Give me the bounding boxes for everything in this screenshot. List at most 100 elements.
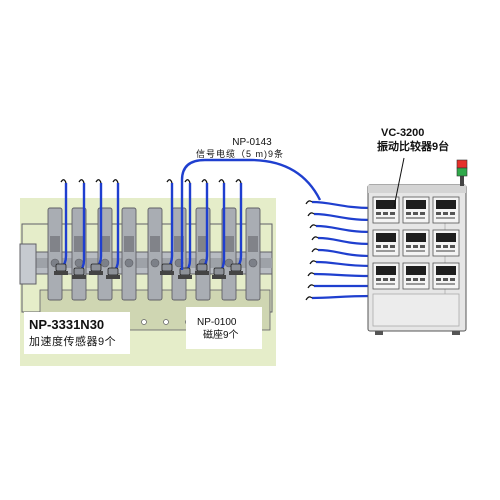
comparator-button (443, 278, 448, 281)
comparator-button (390, 245, 395, 248)
cable-description-label: 信号电缆（5 m)9条 (196, 149, 285, 159)
signal-cable (315, 224, 373, 234)
base-bolt (141, 319, 147, 325)
comparator-display (436, 200, 456, 209)
comparator-button (443, 212, 448, 215)
cabinet-foot-right (452, 331, 460, 335)
cable-end-hook (307, 284, 315, 289)
cable-end-hook (311, 248, 319, 253)
base-description-label: 磁座9个 (203, 330, 239, 341)
accelerometer-sensor (213, 267, 225, 276)
crank-web (171, 207, 187, 301)
magnetic-base (72, 275, 86, 279)
comparator-display (406, 200, 426, 209)
comparator-button (406, 212, 411, 215)
comparator-label-strip (436, 217, 455, 219)
comparator-cabinet (367, 159, 468, 335)
comparator-label-strip (376, 283, 395, 285)
comparator-button (436, 278, 441, 281)
comparator-label-strip (436, 283, 455, 285)
unit-model-label: VC-3200 (381, 127, 425, 139)
comparator-button (420, 278, 425, 281)
journal-bolt (124, 258, 134, 268)
comparator-panels (372, 196, 460, 327)
comparator-display (436, 266, 456, 275)
comparator-label-strip (376, 250, 395, 252)
cabinet-foot-left (375, 331, 383, 335)
sensor-model-label: NP-3331N30 (29, 317, 105, 332)
sensor-label-box (24, 312, 130, 354)
signal-cable (317, 236, 373, 246)
accelerometer-sensor (73, 267, 85, 276)
signal-cable (315, 260, 373, 268)
signal-cable-run (180, 158, 373, 301)
comparator-button (436, 212, 441, 215)
bearing-cap (248, 236, 258, 252)
magnetic-base (178, 275, 192, 279)
comparator-button (390, 278, 395, 281)
journal-bolt (150, 258, 160, 268)
comparator-button (420, 212, 425, 215)
bearing-cap (224, 236, 234, 252)
journal-bolt (248, 258, 258, 268)
cable-end-hook (307, 272, 315, 277)
comparator-button (436, 245, 441, 248)
base-bolt (163, 319, 169, 325)
bearing-cap (100, 236, 110, 252)
cable-hook (218, 179, 225, 184)
cable-end-hook (307, 212, 315, 217)
journal-bolt (74, 258, 84, 268)
bearing-cap (198, 236, 208, 252)
comparator-button (413, 212, 418, 215)
comparator-display (406, 233, 426, 242)
lamp-pole (460, 176, 464, 186)
magnetic-base (160, 271, 174, 275)
trunk-cable (180, 158, 322, 270)
comparator-button (413, 278, 418, 281)
cable-end-hook (305, 200, 313, 205)
accelerometer-sensor (55, 263, 67, 272)
cable-hook (184, 179, 191, 184)
signal-cable (313, 272, 373, 278)
comparator-button (383, 278, 388, 281)
magnetic-base (54, 271, 68, 275)
signal-cable (313, 212, 373, 222)
cable-hook (166, 179, 173, 184)
comparator-label-strip (406, 250, 425, 252)
accelerometer-sensor (161, 263, 173, 272)
signal-cable (311, 294, 373, 300)
cable-end-hook (311, 236, 319, 241)
accelerometer-sensor (196, 263, 208, 272)
comparator-label-strip (376, 217, 395, 219)
comparator-button (450, 278, 455, 281)
shaft-end-cap (19, 243, 37, 285)
bearing-cap (124, 236, 134, 252)
unit-description-label: 振动比较器9台 (377, 141, 450, 153)
bearing-cap (174, 236, 184, 252)
comparator-display (376, 266, 396, 275)
sensor-cables (54, 179, 243, 279)
cable-hook (60, 179, 67, 184)
magnetic-base (229, 271, 243, 275)
crank-web (121, 207, 137, 301)
comparator-display (376, 233, 396, 242)
comparator-display (406, 266, 426, 275)
comparator-button (376, 245, 381, 248)
comparator-label-strip (406, 217, 425, 219)
accelerometer-sensor (230, 263, 242, 272)
comparator-button (376, 212, 381, 215)
comparator-button (406, 245, 411, 248)
journal-bolt (100, 258, 110, 268)
cable-hook (201, 179, 208, 184)
bearing-cap (50, 236, 60, 252)
comparator-button (420, 245, 425, 248)
comparator-button (450, 245, 455, 248)
comparator-display (376, 200, 396, 209)
magnetic-base (195, 271, 209, 275)
base-model-label: NP-0100 (197, 317, 237, 328)
bearing-cap (150, 236, 160, 252)
comparator-button (406, 278, 411, 281)
green-lamp-icon (456, 167, 468, 177)
